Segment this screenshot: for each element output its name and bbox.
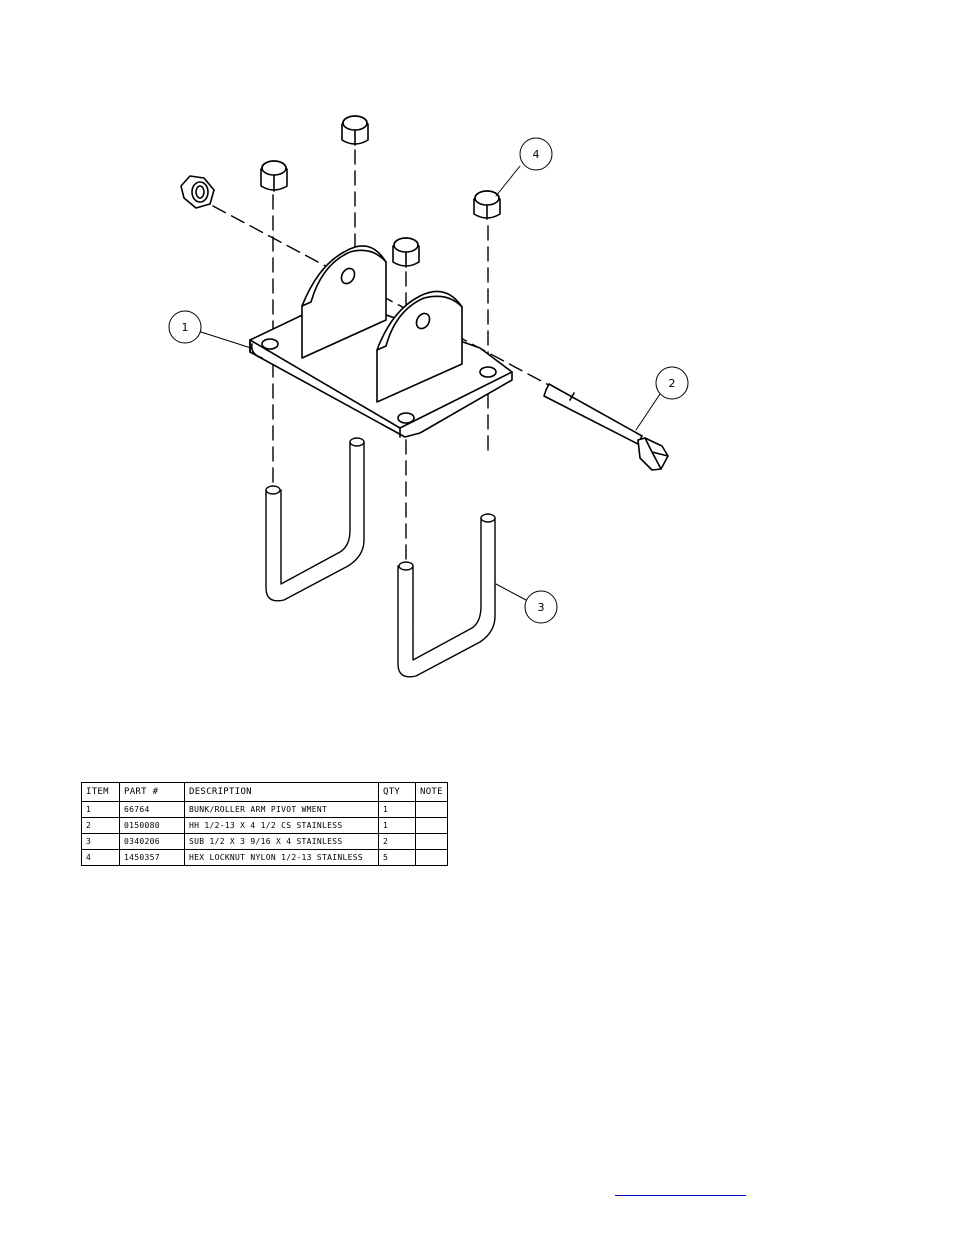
bom-header-row: ITEM PART # DESCRIPTION QTY NOTE <box>81 782 448 802</box>
bom-row: 1 66764 BUNK/ROLLER ARM PIVOT WMENT 1 <box>81 801 448 818</box>
bom-header-description: DESCRIPTION <box>184 782 379 802</box>
callout-4-balloon <box>519 137 553 171</box>
callout-4-label: 4 <box>533 148 540 161</box>
bom-cell-qty: 5 <box>378 849 416 866</box>
bom-row: 3 0340206 SUB 1/2 X 3 9/16 X 4 STAINLESS… <box>81 833 448 850</box>
bom-cell-qty: 1 <box>378 801 416 818</box>
hex-bolt <box>543 383 669 471</box>
bom-cell-part: 0150080 <box>119 817 185 834</box>
bom-cell-description: BUNK/ROLLER ARM PIVOT WMENT <box>184 801 379 818</box>
locknut-mid <box>392 237 420 268</box>
bom-cell-part: 66764 <box>119 801 185 818</box>
callout-2-balloon <box>655 366 689 400</box>
bom-row: 2 0150080 HH 1/2-13 X 4 1/2 CS STAINLESS… <box>81 817 448 834</box>
leader-lines <box>200 165 661 601</box>
locknut-top-center <box>341 115 369 146</box>
bom-cell-description: SUB 1/2 X 3 9/16 X 4 STAINLESS <box>184 833 379 850</box>
bom-header-note: NOTE <box>415 782 448 802</box>
bom-cell-item: 1 <box>81 801 120 818</box>
callout-2-label: 2 <box>669 377 676 390</box>
bom-cell-qty: 1 <box>378 817 416 834</box>
bill-of-materials: ITEM PART # DESCRIPTION QTY NOTE 1 66764… <box>81 782 448 866</box>
bom-cell-note <box>415 817 448 834</box>
back-lug <box>301 245 387 359</box>
bom-cell-description: HH 1/2-13 X 4 1/2 CS STAINLESS <box>184 817 379 834</box>
bom-header-part: PART # <box>119 782 185 802</box>
footer-hyperlink[interactable] <box>615 1183 746 1196</box>
callout-1-label: 1 <box>182 321 189 334</box>
u-bolt-right <box>397 513 496 678</box>
bom-cell-item: 4 <box>81 849 120 866</box>
callout-3-label: 3 <box>538 601 545 614</box>
bom-cell-note <box>415 833 448 850</box>
callout-3-balloon <box>524 590 558 624</box>
front-lug <box>376 290 463 403</box>
bom-cell-note <box>415 849 448 866</box>
locknut-side <box>180 175 215 209</box>
bom-row: 4 1450357 HEX LOCKNUT NYLON 1/2-13 STAIN… <box>81 849 448 866</box>
callout-1-balloon <box>168 310 202 344</box>
bom-cell-note <box>415 801 448 818</box>
locknut-right <box>473 190 501 220</box>
bom-cell-description: HEX LOCKNUT NYLON 1/2-13 STAINLESS <box>184 849 379 866</box>
bom-cell-qty: 2 <box>378 833 416 850</box>
bom-header-qty: QTY <box>378 782 416 802</box>
bom-cell-item: 3 <box>81 833 120 850</box>
bom-header-item: ITEM <box>81 782 120 802</box>
bom-cell-item: 2 <box>81 817 120 834</box>
locknut-left <box>260 160 288 192</box>
bom-cell-part: 0340206 <box>119 833 185 850</box>
bom-cell-part: 1450357 <box>119 849 185 866</box>
u-bolt-left <box>265 437 365 602</box>
